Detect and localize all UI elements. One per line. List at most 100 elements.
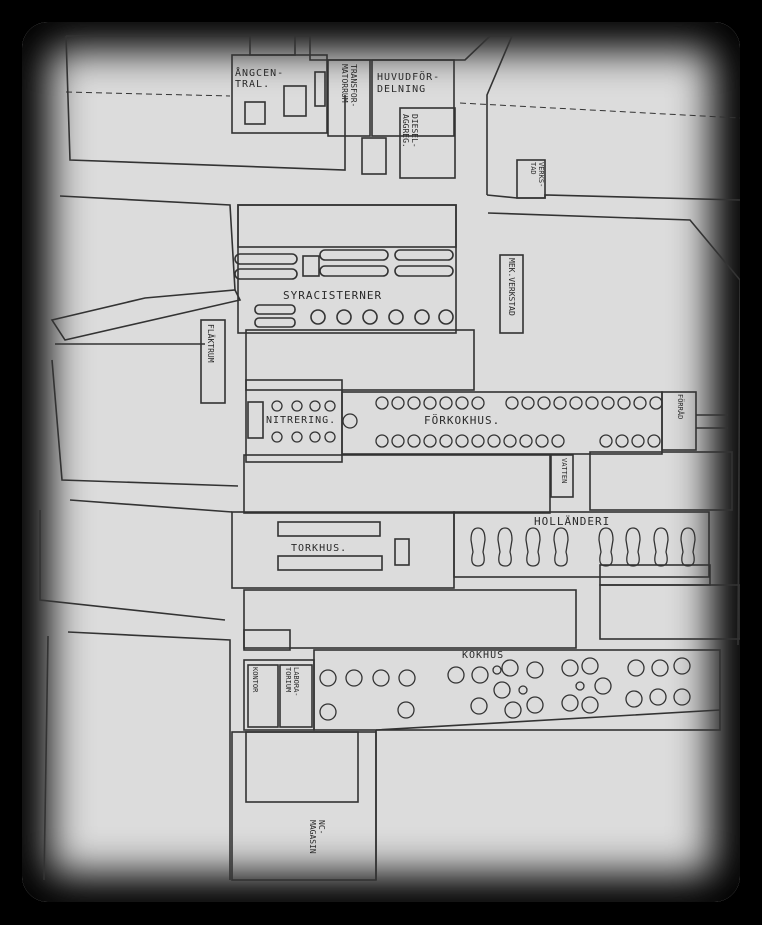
kokhus-vessel-circle [581, 696, 599, 714]
laboratorium-room [279, 664, 313, 728]
right-bottom-wall [375, 709, 721, 880]
mekverkstad-room [499, 254, 524, 334]
label-huvudfordelning: HUVUDFÖR- DELNING [377, 72, 441, 95]
nitrering-vessel-circle [324, 400, 336, 412]
forkokhus-vessel-circle [407, 396, 421, 410]
angcentral-boiler-2 [283, 85, 307, 117]
lower-mid-block [245, 329, 475, 391]
label-hollanderi: HOLLÄNDERI [534, 515, 611, 528]
mid-block [243, 589, 577, 649]
tank-1 [234, 253, 298, 265]
hollander-drum [625, 527, 641, 567]
forkokhus-vessel-circle [617, 396, 631, 410]
tank-5 [394, 249, 454, 261]
hollander-drum [470, 527, 486, 567]
torkhus-rack-2 [277, 555, 383, 571]
label-forkokhus: FÖRKOKHUS. [424, 414, 501, 427]
forkokhus-vessel-circle [423, 396, 437, 410]
forkokhus-vessel-circle [519, 434, 533, 448]
right-wall-top [486, 194, 740, 201]
kokhus-vessel-circle [625, 690, 643, 708]
kokhus-vessel-circle [319, 669, 337, 687]
kokhus-vessel-circle [493, 681, 511, 699]
kokhus-vessel-circle [501, 659, 519, 677]
label-angcentral: ÅNGCEN- TRAL. [235, 68, 285, 90]
nitrering-vessel [247, 401, 264, 439]
wall-top-left [66, 35, 514, 195]
blueprint-sheet: ÅNGCEN- TRAL. TRANSFOR- MATORRUM HUVUDFÖ… [22, 22, 740, 902]
forkokhus-vessel-circle [601, 396, 615, 410]
nitrering-vessel-circle [309, 431, 321, 443]
torkhus-rack-1 [277, 521, 381, 537]
syracisterner-upper [237, 204, 457, 248]
vatten-room [550, 454, 574, 498]
kokhus-vessel-circle [471, 666, 489, 684]
nitrering-vessel-circle [291, 400, 303, 412]
left-wing-1 [50, 289, 242, 341]
nitrering-vessel-circle [342, 413, 358, 429]
kokhus-vessel-circle [673, 688, 691, 706]
forkokhus-vessel-circle [599, 434, 613, 448]
lower-right-room [589, 451, 733, 511]
kokhus-vessel-circle [627, 659, 645, 677]
tank-8 [254, 317, 296, 328]
left-wing-4 [43, 631, 231, 881]
nitrering-vessel-circle [271, 400, 283, 412]
forkokhus-vessel-circle [471, 434, 485, 448]
kokhus-hall [313, 649, 721, 731]
dashed-axis [65, 91, 740, 119]
circle-group [271, 396, 691, 721]
torkhus-building [231, 511, 455, 589]
tank-3 [319, 249, 389, 261]
tank-6 [394, 265, 454, 277]
kokhus-vessel-circle [526, 696, 544, 714]
label-nitrering: NITRERING. [266, 415, 337, 426]
forkokhus-vessel-circle [439, 434, 453, 448]
label-kontor: KONTOR [251, 667, 259, 693]
corridor-line-1 [59, 195, 236, 291]
forkokhus-vessel-circle [521, 396, 535, 410]
label-vatten: VATTEN [560, 458, 568, 484]
left-wing-3 [39, 499, 233, 621]
hollander-drum [553, 527, 569, 567]
hollander-drum [525, 527, 541, 567]
label-dieselaggregat: DIESEL- AGGREG. [401, 114, 419, 148]
forkokhus-vessel-circle [455, 396, 469, 410]
forkokhus-vessel-circle [615, 434, 629, 448]
forrad-room [661, 391, 697, 451]
hollander-drum [653, 527, 669, 567]
kokhus-vessel-circle [649, 688, 667, 706]
kokhus-vessel-circle [397, 701, 415, 719]
forkokhus-vessel-circle [647, 434, 661, 448]
forkokhus-vessel-circle [391, 434, 405, 448]
corridor-box [361, 137, 387, 175]
label-kokhus: KOKHUS [462, 650, 505, 661]
forkokhus-vessel-circle [407, 434, 421, 448]
kokhus-vessel-circle [504, 701, 522, 719]
factory-floor-plan [39, 35, 740, 881]
nitrering-vessel-circle [291, 431, 303, 443]
label-torkhus: TORKHUS. [291, 543, 348, 554]
label-flaktrum: FLÄKTRUM [206, 324, 215, 363]
forkokhus-vessel-circle [585, 396, 599, 410]
label-mekverkstad: MEK.VERKSTAD [507, 258, 516, 316]
forkokhus-vessel-circle [633, 396, 647, 410]
forkokhus-vessel-circle [537, 396, 551, 410]
forkokhus-vessel-circle [551, 434, 565, 448]
label-verkstad-top: VERKS- TAD [529, 162, 545, 188]
nitrering-vessel-circle [324, 431, 336, 443]
angcentral-boiler-1 [244, 101, 266, 125]
angcentral-boiler-3 [314, 71, 326, 107]
kokhus-vessel-circle [561, 659, 579, 677]
huvudfordelning-room [371, 59, 455, 137]
label-forrad: FÖRRÅD [676, 394, 684, 420]
tank-7 [254, 304, 296, 315]
pump-box [302, 255, 320, 277]
hollander-drum [497, 527, 513, 567]
ncmagasin-inner [245, 731, 359, 803]
kokhus-vessel-circle [651, 659, 669, 677]
label-ncmagasin: NC- MAGASIN [308, 820, 326, 854]
flaktrum-room [200, 319, 226, 404]
right-link [696, 414, 728, 429]
